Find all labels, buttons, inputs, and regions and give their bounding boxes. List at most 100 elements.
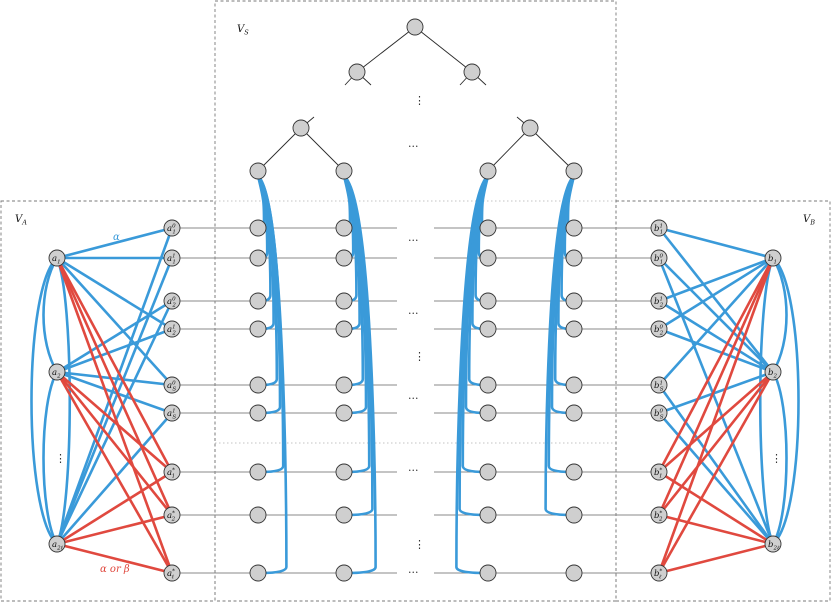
grid-node <box>249 376 267 394</box>
region-va-label: VA <box>15 214 27 227</box>
vertex-a-inner-label: a*2 <box>167 511 176 523</box>
horizontal-ellipsis: ··· <box>408 140 419 153</box>
alpha-or-beta-edge <box>55 371 174 574</box>
horizontal-ellipsis: ··· <box>408 307 419 320</box>
vertex-b-inner-node <box>650 292 668 310</box>
alpha-edge <box>658 257 774 386</box>
region-vb-label: VB <box>803 214 815 227</box>
vertex-a-inner-node <box>163 463 181 481</box>
tree-node <box>348 63 366 81</box>
alpha-edge-tree-bundle <box>544 175 575 517</box>
vertex-b-outer-node <box>764 363 782 381</box>
grid-node <box>565 320 583 338</box>
grid-node <box>249 564 267 582</box>
alpha-edge-tree-bundle <box>467 175 490 387</box>
grid-node <box>479 564 497 582</box>
grid-node <box>335 564 353 582</box>
alpha-edge-tree-bundle <box>256 175 279 387</box>
graph-nodes <box>48 18 782 582</box>
alpha-edge <box>56 327 173 374</box>
grid-node <box>479 506 497 524</box>
grid-node <box>249 506 267 524</box>
grid-node <box>565 219 583 237</box>
alpha-or-beta-edge <box>658 371 774 473</box>
alpha-edge-tree-bundle <box>257 175 288 575</box>
grid-node <box>335 404 353 422</box>
tree-node <box>335 162 353 180</box>
vertex-a-inner-node <box>163 506 181 524</box>
grid-node <box>335 506 353 524</box>
alpha-or-beta-edge <box>658 513 774 546</box>
alpha-edge-label: α <box>113 232 120 243</box>
alpha-edges <box>30 174 800 575</box>
alpha-edge <box>657 257 775 545</box>
tree-edge <box>300 127 345 172</box>
grid-node <box>335 376 353 394</box>
tree-edge <box>257 127 302 172</box>
vertex-b-outer-node <box>764 535 782 553</box>
grid-node <box>479 292 497 310</box>
alpha-edge-clique <box>758 257 775 545</box>
vertical-ellipsis: ⋮ <box>414 350 425 363</box>
grid-node <box>335 249 353 267</box>
tree-edge <box>356 26 416 73</box>
tree-node <box>565 162 583 180</box>
alpha-or-beta-edge <box>658 542 774 575</box>
grid-node <box>249 404 267 422</box>
vertex-a-inner-label: a*ℓ <box>167 569 175 581</box>
grid-node <box>249 320 267 338</box>
alpha-edge <box>657 384 775 545</box>
grid-node <box>335 292 353 310</box>
alpha-edge <box>56 256 173 331</box>
vertex-a-outer-label: a1 <box>52 254 61 266</box>
vertex-b-inner-node <box>650 320 668 338</box>
alpha-edge <box>658 256 774 303</box>
vertex-b-outer-label: b1 <box>768 254 777 266</box>
grid-node <box>335 320 353 338</box>
vertex-a-inner-node <box>163 564 181 582</box>
vertical-ellipsis: ⋮ <box>55 452 66 465</box>
alpha-edge-tree-bundle <box>553 175 576 387</box>
alpha-edge <box>56 226 173 260</box>
vertex-b-inner-node <box>650 404 668 422</box>
tree-edge <box>414 26 473 73</box>
vertex-a-outer-label: a2 <box>52 368 61 380</box>
alpha-or-beta-edge <box>55 257 174 516</box>
grid-node <box>479 249 497 267</box>
alpha-edge-clique <box>30 257 58 545</box>
alpha-or-beta-edge <box>657 257 775 516</box>
grid-node <box>479 463 497 481</box>
vertex-a-inner-node <box>163 292 181 310</box>
grid-node <box>335 219 353 237</box>
grid-node <box>249 249 267 267</box>
alpha-edge <box>56 370 173 415</box>
vertex-a-outer-label: a2ℓ <box>52 540 64 552</box>
tree-edge <box>487 127 531 172</box>
tree-edge <box>529 127 575 172</box>
alpha-or-beta-edge <box>56 470 173 546</box>
alpha-edge-clique <box>55 257 72 545</box>
vertex-a-inner-node <box>163 404 181 422</box>
grid-node <box>479 404 497 422</box>
tree-node <box>479 162 497 180</box>
alpha-edge <box>658 327 774 374</box>
alpha-or-beta-edge <box>657 371 775 516</box>
grid-node <box>479 219 497 237</box>
alpha-edge-clique <box>771 371 788 545</box>
alpha-edge <box>658 256 774 331</box>
grid-node <box>565 376 583 394</box>
tree-node <box>249 162 267 180</box>
vertex-b-outer-label: b2ℓ <box>768 540 780 552</box>
vertex-a-inner-label: a*1 <box>167 468 175 480</box>
alpha-edge <box>56 257 173 386</box>
horizontal-ellipsis: ··· <box>408 464 419 477</box>
vertex-b-outer-node <box>764 249 782 267</box>
